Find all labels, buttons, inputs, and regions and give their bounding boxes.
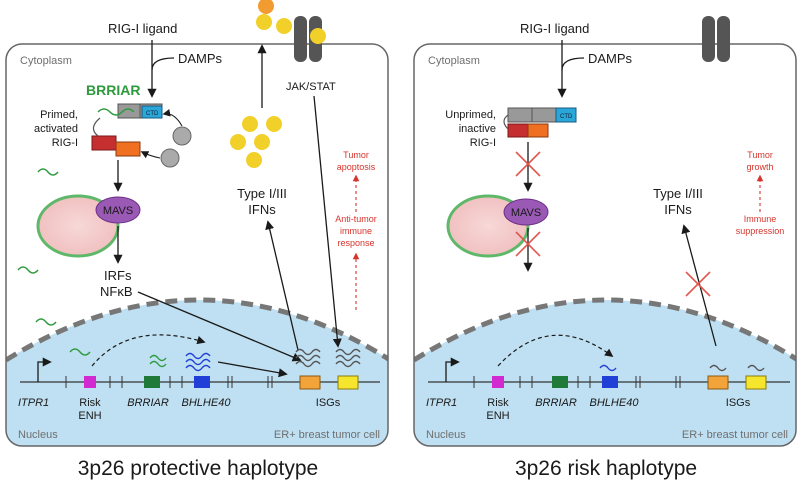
left-bhlhe40-rna-3 <box>185 364 211 372</box>
right-brriar-gene <box>552 376 568 388</box>
right-block-x-2 <box>515 231 541 257</box>
right-nuclear-envelope <box>414 297 796 363</box>
left-cell-membrane <box>5 43 389 447</box>
left-nuclear-envelope <box>6 297 388 363</box>
left-response-line3: response <box>337 238 374 248</box>
left-risk-line1: Risk <box>79 397 101 409</box>
right-ligand-label: RIG-I ligand <box>520 21 589 36</box>
right-block-x-3 <box>685 271 711 297</box>
left-brriar-label: BRRIAR <box>86 82 140 98</box>
left-brriar-rna-2 <box>149 360 167 368</box>
right-risk-line1: Risk <box>487 397 509 409</box>
left-jakstat-label: JAK/STAT <box>286 81 336 93</box>
left-jakstat-arrow <box>313 95 342 348</box>
right-response-line2: suppression <box>736 226 785 236</box>
left-cell-type-label: ER+ breast tumor cell <box>274 429 380 441</box>
right-brriar-gene-label: BRRIAR <box>535 397 577 409</box>
left-rigi-line1: Primed, <box>40 109 78 121</box>
right-cell-type-label: ER+ breast tumor cell <box>682 429 788 441</box>
left-nfkb-label: NFκB <box>100 284 133 299</box>
left-irf-isg-arrow <box>137 291 302 362</box>
right-cytoplasm-label: Cytoplasm <box>428 55 480 67</box>
right-itpr1-promoter <box>445 357 460 382</box>
right-response-line1: Immune <box>744 214 777 224</box>
left-bhlhe40-label: BHLHE40 <box>182 397 232 409</box>
right-outcome-line2: growth <box>746 162 773 172</box>
left-response-line2: immune <box>340 226 372 236</box>
left-ifn-line1: Type I/III <box>237 186 287 201</box>
left-itpr1-label: ITPR1 <box>18 397 49 409</box>
left-damps-label: DAMPs <box>178 51 223 66</box>
right-nucleus <box>414 300 796 446</box>
left-gray-cofactors <box>140 109 192 168</box>
left-rigi-line2: activated <box>34 123 78 135</box>
right-rigi-protein: CTD <box>503 107 577 138</box>
left-brriar-rna <box>149 354 167 362</box>
right-panel: RIG-I ligand Cytoplasm DAMPs CTD Unprime… <box>413 16 797 480</box>
left-ifn-intracellular <box>230 116 282 168</box>
right-mavs <box>503 198 549 226</box>
left-nucleus-label: Nucleus <box>18 429 58 441</box>
left-ifn-line2: IFNs <box>248 202 276 217</box>
left-cytoplasm-label: Cytoplasm <box>20 55 72 67</box>
left-nucleus <box>6 300 388 446</box>
left-rigi-line3: RIG-I <box>52 137 78 149</box>
left-rna-1 <box>37 168 59 176</box>
right-outcome-line1: Tumor <box>747 150 773 160</box>
left-rna-3 <box>35 318 57 326</box>
left-rna-2 <box>17 266 39 274</box>
left-bhlhe40-isg-arrow <box>217 361 288 378</box>
left-irfs-label: IRFs <box>104 268 132 283</box>
left-mavs-label: MAVS <box>103 205 133 217</box>
left-brriar-gene <box>144 376 160 388</box>
right-itpr1-label: ITPR1 <box>426 397 457 409</box>
left-itpr1-promoter <box>37 357 52 382</box>
right-bhlhe40-gene <box>602 376 618 388</box>
left-isgs-label: ISGs <box>316 397 341 409</box>
right-mavs-label: MAVS <box>511 207 541 219</box>
right-receptor <box>702 16 730 62</box>
left-outcome-line2: apoptosis <box>337 162 376 172</box>
right-rigi-line3: RIG-I <box>470 137 496 149</box>
left-risk-line2: ENH <box>78 410 101 422</box>
left-ifn-secreted <box>256 0 326 44</box>
left-response-line1: Anti-tumor <box>335 214 377 224</box>
left-rigi-protein: CTD <box>91 103 163 157</box>
left-panel: RIG-I ligand Cytoplasm DAMPs BRRIAR CTD … <box>5 0 389 480</box>
right-bhlhe40-label: BHLHE40 <box>590 397 640 409</box>
left-bhlhe40-gene <box>194 376 210 388</box>
right-enh-loop-arrow <box>497 334 614 367</box>
right-risk-line2: ENH <box>486 410 509 422</box>
right-ifn-line2: IFNs <box>664 202 692 217</box>
right-damps-label: DAMPs <box>588 51 633 66</box>
left-mavs <box>95 196 141 224</box>
left-rna-4 <box>69 348 91 356</box>
left-ligand-label: RIG-I ligand <box>108 21 177 36</box>
right-ifn-line1: Type I/III <box>653 186 703 201</box>
left-outcome-line1: Tumor <box>343 150 369 160</box>
right-ctd-label: CTD <box>560 114 573 120</box>
right-bhlhe40-rna <box>599 364 617 372</box>
right-cell-membrane <box>413 43 797 447</box>
right-caption: 3p26 risk haplotype <box>515 457 697 480</box>
left-caption: 3p26 protective haplotype <box>78 457 319 480</box>
right-isgs-label: ISGs <box>726 397 751 409</box>
left-brriar-gene-label: BRRIAR <box>127 397 169 409</box>
left-bhlhe40-rna <box>185 352 211 360</box>
right-nucleus-label: Nucleus <box>426 429 466 441</box>
left-ctd-label: CTD <box>146 111 159 117</box>
left-risk-enh <box>84 376 96 388</box>
right-block-x-1 <box>515 151 541 177</box>
left-damps-arrow <box>151 57 175 71</box>
left-enh-loop-arrow <box>91 334 206 367</box>
right-rigi-line2: inactive <box>459 123 496 135</box>
right-isgs <box>707 364 767 390</box>
right-risk-enh <box>492 376 504 388</box>
left-bhlhe40-rna-2 <box>185 358 211 366</box>
left-isg-ifn-arrow <box>265 220 299 351</box>
right-rigi-line1: Unprimed, <box>445 109 496 121</box>
right-damps-arrow <box>561 57 585 71</box>
left-isgs <box>295 348 361 390</box>
